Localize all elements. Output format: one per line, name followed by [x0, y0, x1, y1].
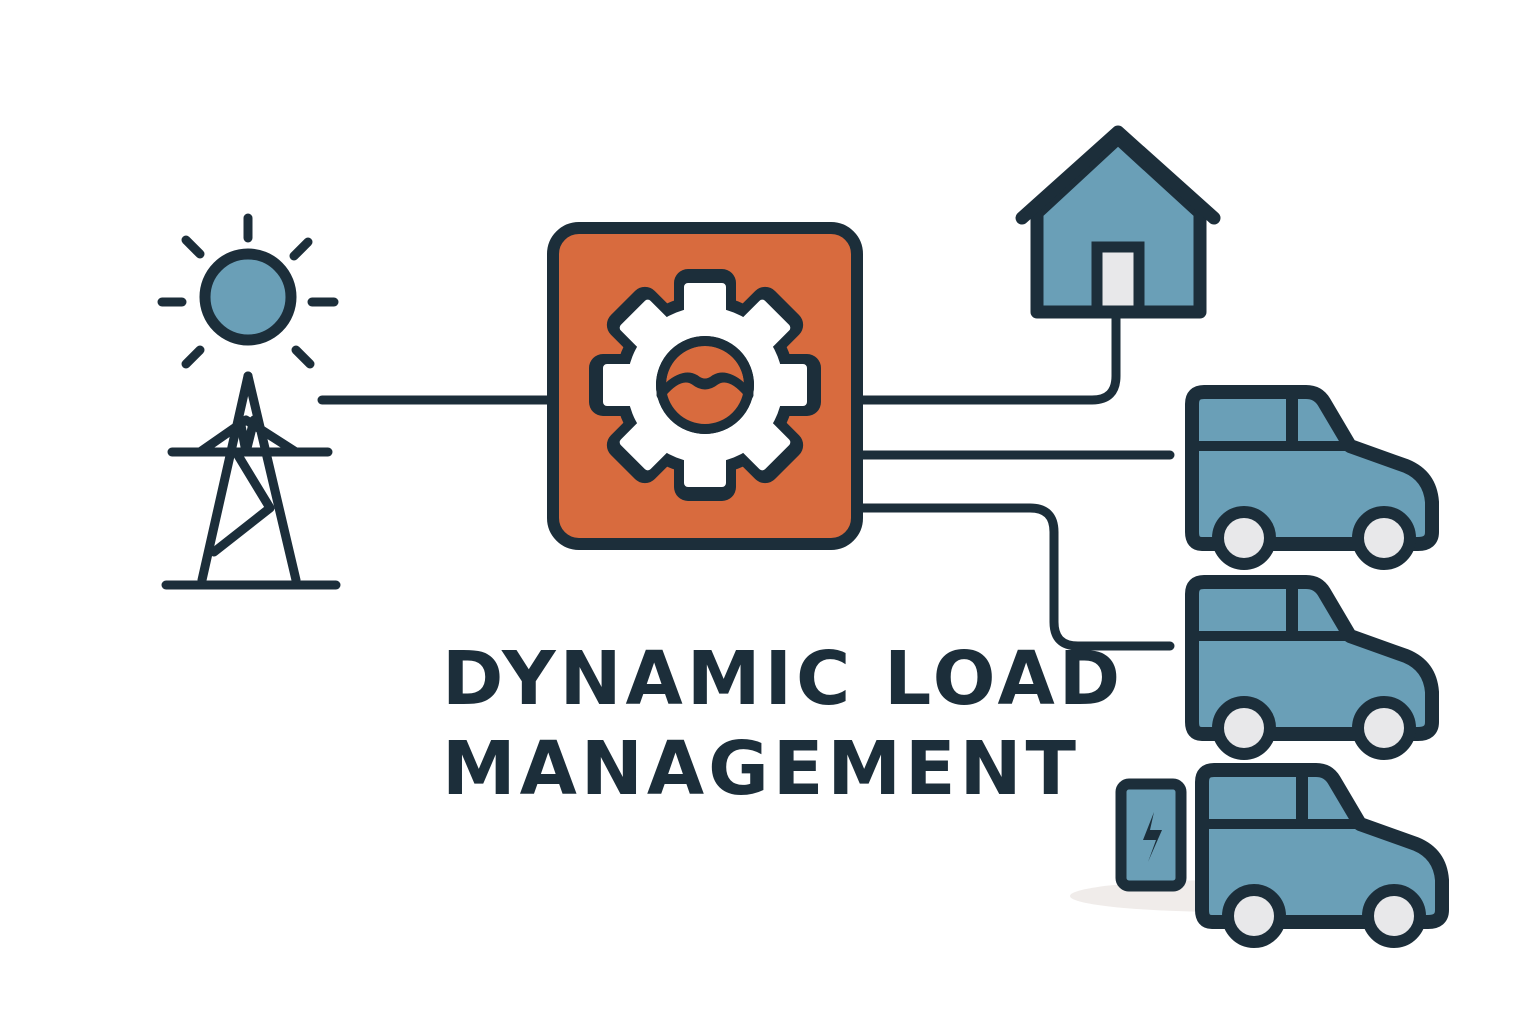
title-line-2: MANAGEMENT: [442, 726, 1080, 812]
car-icon: [1192, 582, 1432, 754]
charging-area: [1070, 770, 1442, 942]
house-icon: [1015, 125, 1221, 319]
line-controller-to-car-2: [857, 503, 1175, 651]
charging-station-icon: [1115, 778, 1187, 892]
connection-lines: [317, 311, 1175, 651]
gear-icon: [589, 269, 821, 501]
line-controller-to-house: [857, 311, 1121, 405]
title-line-1: DYNAMIC LOAD: [442, 636, 1125, 722]
sun-icon: [157, 213, 339, 369]
power-tower-icon: [161, 371, 341, 590]
load-controller: [547, 222, 863, 550]
car-icon: [1192, 392, 1432, 564]
car-icon: [1202, 770, 1442, 942]
